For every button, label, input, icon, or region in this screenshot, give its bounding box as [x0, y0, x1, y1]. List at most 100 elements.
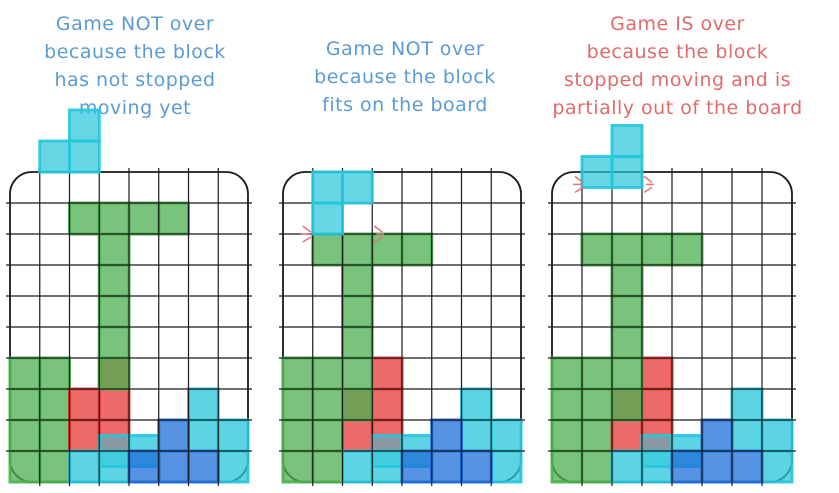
caption-line: moving yet: [78, 97, 192, 119]
green-t-block: [97, 201, 131, 236]
blue-block: [430, 449, 463, 484]
cyan-block: [760, 449, 794, 484]
green-block: [311, 356, 344, 391]
cyan-block: [730, 418, 764, 453]
green-t-block: [127, 201, 161, 236]
blue-block: [730, 449, 764, 484]
green-t-block: [341, 232, 374, 267]
cyan-block: [341, 449, 374, 484]
green-block: [281, 449, 315, 484]
caption-line: partially out of the board: [552, 97, 803, 119]
green-block: [580, 356, 614, 391]
impact-mark: [643, 175, 653, 183]
green-t-block: [670, 232, 704, 267]
green-t-block: [341, 356, 374, 391]
falling-cyan-block: [610, 155, 644, 189]
green-t-block: [610, 325, 644, 360]
blue-block: [460, 449, 493, 484]
falling-cyan-block: [311, 170, 344, 205]
blue-block: [187, 449, 220, 484]
board-panel-1: [6, 108, 252, 486]
green-t-block: [97, 294, 131, 329]
cyan-block: [187, 387, 220, 422]
blue-block: [700, 449, 734, 484]
cyan-block: [216, 449, 250, 484]
caption-line: has not stopped: [54, 69, 216, 91]
red-block: [68, 387, 101, 422]
falling-cyan-block: [341, 170, 374, 205]
green-block: [8, 356, 42, 391]
green-t-block: [640, 232, 674, 267]
green-t-block: [341, 325, 374, 360]
cyan-block: [460, 418, 493, 453]
green-t-block: [97, 356, 131, 391]
caption-line: because the block: [44, 41, 226, 63]
blue-block: [400, 449, 434, 484]
falling-cyan-block: [38, 139, 71, 174]
impact-mark: [643, 186, 653, 194]
green-block: [311, 418, 344, 453]
green-block: [281, 356, 315, 391]
green-block: [311, 387, 344, 422]
cyan-block: [489, 449, 523, 484]
caption-line: stopped moving and is: [563, 69, 792, 91]
falling-cyan-block: [311, 201, 344, 236]
impact-mark: [302, 236, 312, 243]
green-block: [281, 418, 315, 453]
cyan-block: [68, 449, 101, 484]
green-t-block: [68, 201, 101, 236]
green-t-block: [341, 387, 374, 422]
blue-block: [670, 449, 704, 484]
green-block: [550, 418, 584, 453]
green-t-block: [97, 232, 131, 267]
green-t-block: [400, 232, 434, 267]
caption-panel-2: Game NOT over because the block fits on …: [280, 35, 530, 119]
green-block: [580, 418, 614, 453]
red-block: [341, 418, 374, 453]
green-block: [580, 449, 614, 484]
falling-cyan-block: [580, 155, 614, 189]
cyan-block: [489, 418, 523, 453]
green-block: [550, 387, 584, 422]
green-block: [38, 449, 71, 484]
green-block: [311, 449, 344, 484]
cyan-block: [730, 387, 764, 422]
blue-block: [700, 418, 734, 453]
red-block: [370, 387, 404, 422]
red-block: [370, 356, 404, 391]
caption-line: fits on the board: [322, 94, 488, 116]
green-block: [550, 356, 584, 391]
green-t-block: [610, 356, 644, 391]
impact-mark: [574, 186, 584, 194]
green-block: [8, 387, 42, 422]
board-panel-2: [279, 168, 525, 486]
green-t-block: [610, 294, 644, 329]
cyan-block: [216, 418, 250, 453]
green-block: [8, 418, 42, 453]
red-block: [640, 387, 674, 422]
green-block: [580, 387, 614, 422]
green-t-block: [580, 232, 614, 267]
green-block: [281, 387, 315, 422]
blue-block: [157, 449, 190, 484]
green-block: [38, 418, 71, 453]
green-block: [38, 387, 71, 422]
caption-line: because the block: [586, 41, 769, 63]
blue-block: [157, 418, 190, 453]
impact-mark: [574, 175, 584, 183]
red-block: [97, 387, 131, 422]
cyan-block: [760, 418, 794, 453]
cyan-block: [187, 418, 220, 453]
blue-block: [430, 418, 463, 453]
green-t-block: [97, 325, 131, 360]
caption-line: Game IS over: [610, 13, 745, 35]
caption-line: Game NOT over: [325, 38, 485, 60]
cyan-block: [460, 387, 493, 422]
red-block: [68, 418, 101, 453]
falling-cyan-block: [68, 139, 101, 174]
green-block: [38, 356, 71, 391]
falling-cyan-block: [68, 108, 101, 143]
caption-panel-3: Game IS over because the block stopped m…: [520, 10, 835, 122]
blue-block: [127, 449, 161, 484]
